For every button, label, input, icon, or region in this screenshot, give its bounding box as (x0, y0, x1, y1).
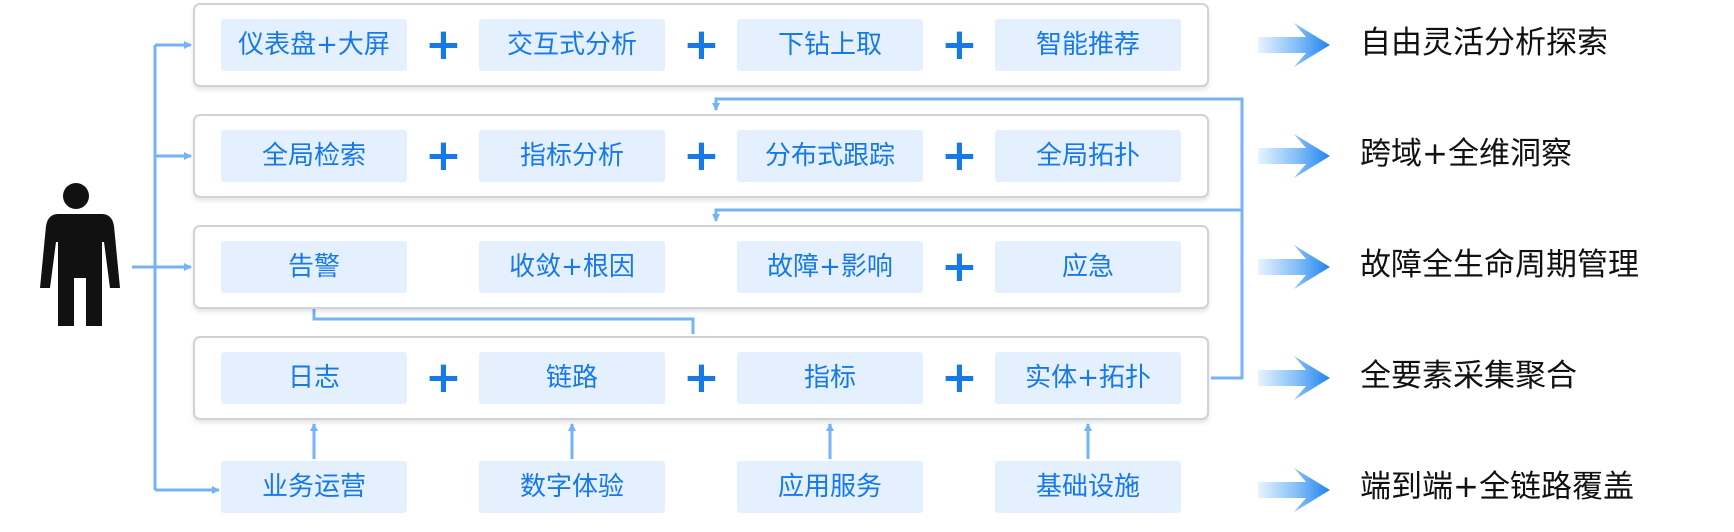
big-arrow-icon (1258, 468, 1330, 512)
plus-sign: + (425, 130, 462, 181)
tile-interactive-analysis[interactable]: 交互式分析 (479, 19, 665, 71)
plus-sign: + (425, 352, 462, 403)
tile-infrastructure[interactable]: 基础设施 (995, 461, 1181, 513)
tile-logs[interactable]: 日志 (221, 352, 407, 404)
tile-digital-experience[interactable]: 数字体验 (479, 461, 665, 513)
plus-sign: + (941, 19, 978, 70)
tile-global-search[interactable]: 全局检索 (221, 130, 407, 182)
tile-drilldown[interactable]: 下钻上取 (737, 19, 923, 71)
plus-sign: + (941, 130, 978, 181)
big-arrow-icon (1258, 23, 1330, 67)
big-arrow-icon (1258, 134, 1330, 178)
caption-analysis: 自由灵活分析探索 (1360, 25, 1608, 61)
tile-dashboard-bigscreen[interactable]: 仪表盘+大屏 (221, 19, 407, 71)
tile-distributed-tracing[interactable]: 分布式跟踪 (737, 130, 923, 182)
tile-global-topology[interactable]: 全局拓扑 (995, 130, 1181, 182)
tile-application-services[interactable]: 应用服务 (737, 461, 923, 513)
plus-sign: + (425, 19, 462, 70)
tile-convergence-rootcause[interactable]: 收敛+根因 (479, 241, 665, 293)
caption-coverage: 端到端+全链路覆盖 (1360, 469, 1634, 505)
row-panel-analysis: 仪表盘+大屏 + 交互式分析 + 下钻上取 + 智能推荐 (193, 3, 1209, 87)
row-panel-incident: 告警 收敛+根因 故障+影响 + 应急 (193, 225, 1209, 309)
tile-entity-topology[interactable]: 实体+拓扑 (995, 352, 1181, 404)
tile-emergency[interactable]: 应急 (995, 241, 1181, 293)
connector-return-to-row1 (712, 97, 1244, 380)
big-arrow-icon (1258, 356, 1330, 400)
tile-business-operations[interactable]: 业务运营 (221, 461, 407, 513)
tile-alert[interactable]: 告警 (221, 241, 407, 293)
caption-insight: 跨域+全维洞察 (1360, 136, 1572, 172)
plus-sign: + (683, 19, 720, 70)
tile-traces[interactable]: 链路 (479, 352, 665, 404)
plus-sign: + (941, 241, 978, 292)
tile-smart-recommend[interactable]: 智能推荐 (995, 19, 1181, 71)
plus-sign: + (941, 352, 978, 403)
user-figure-icon (40, 183, 120, 326)
caption-collection: 全要素采集聚合 (1360, 358, 1577, 394)
plus-sign: + (683, 352, 720, 403)
connector-return-to-row2 (712, 208, 1242, 222)
tile-metrics[interactable]: 指标 (737, 352, 923, 404)
tile-metric-analysis[interactable]: 指标分析 (479, 130, 665, 182)
row-panel-collection: 日志 + 链路 + 指标 + 实体+拓扑 (193, 336, 1209, 420)
caption-incident: 故障全生命周期管理 (1360, 247, 1639, 283)
tile-fault-impact[interactable]: 故障+影响 (737, 241, 923, 293)
row-panel-insight: 全局检索 + 指标分析 + 分布式跟踪 + 全局拓扑 (193, 114, 1209, 198)
big-arrow-icon (1258, 245, 1330, 289)
plus-sign: + (683, 130, 720, 181)
